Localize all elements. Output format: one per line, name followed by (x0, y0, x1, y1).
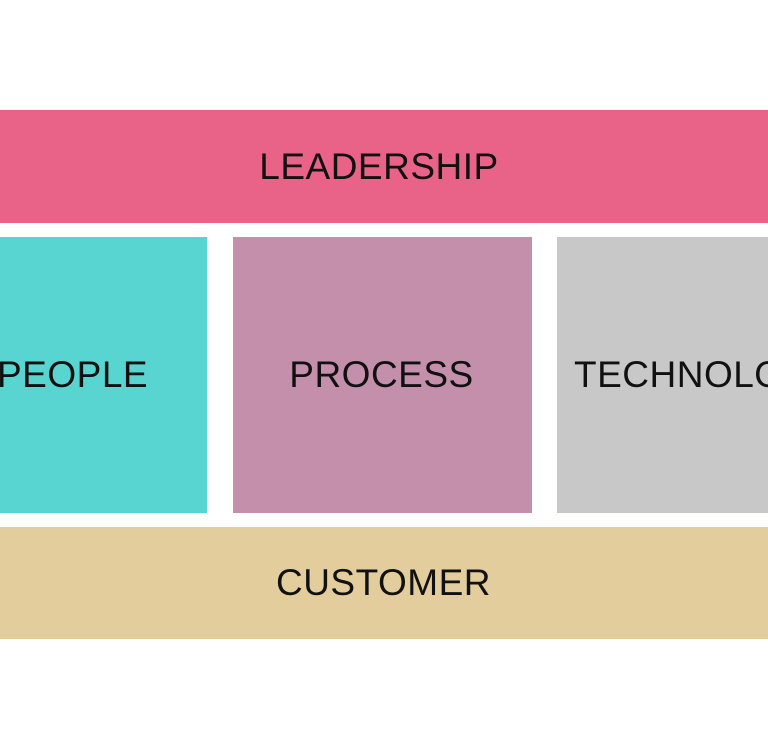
people-label: PEOPLE (0, 354, 149, 395)
process-box: PROCESS (233, 237, 532, 513)
technology-label: TECHNOLOGY (574, 354, 768, 395)
customer-band: CUSTOMER (0, 527, 768, 639)
process-label: PROCESS (289, 354, 474, 395)
leadership-label: LEADERSHIP (259, 145, 499, 187)
people-box: PEOPLE (0, 237, 207, 513)
technology-box: TECHNOLOGY (557, 237, 768, 513)
leadership-band: LEADERSHIP (0, 110, 768, 223)
customer-label: CUSTOMER (275, 562, 492, 603)
